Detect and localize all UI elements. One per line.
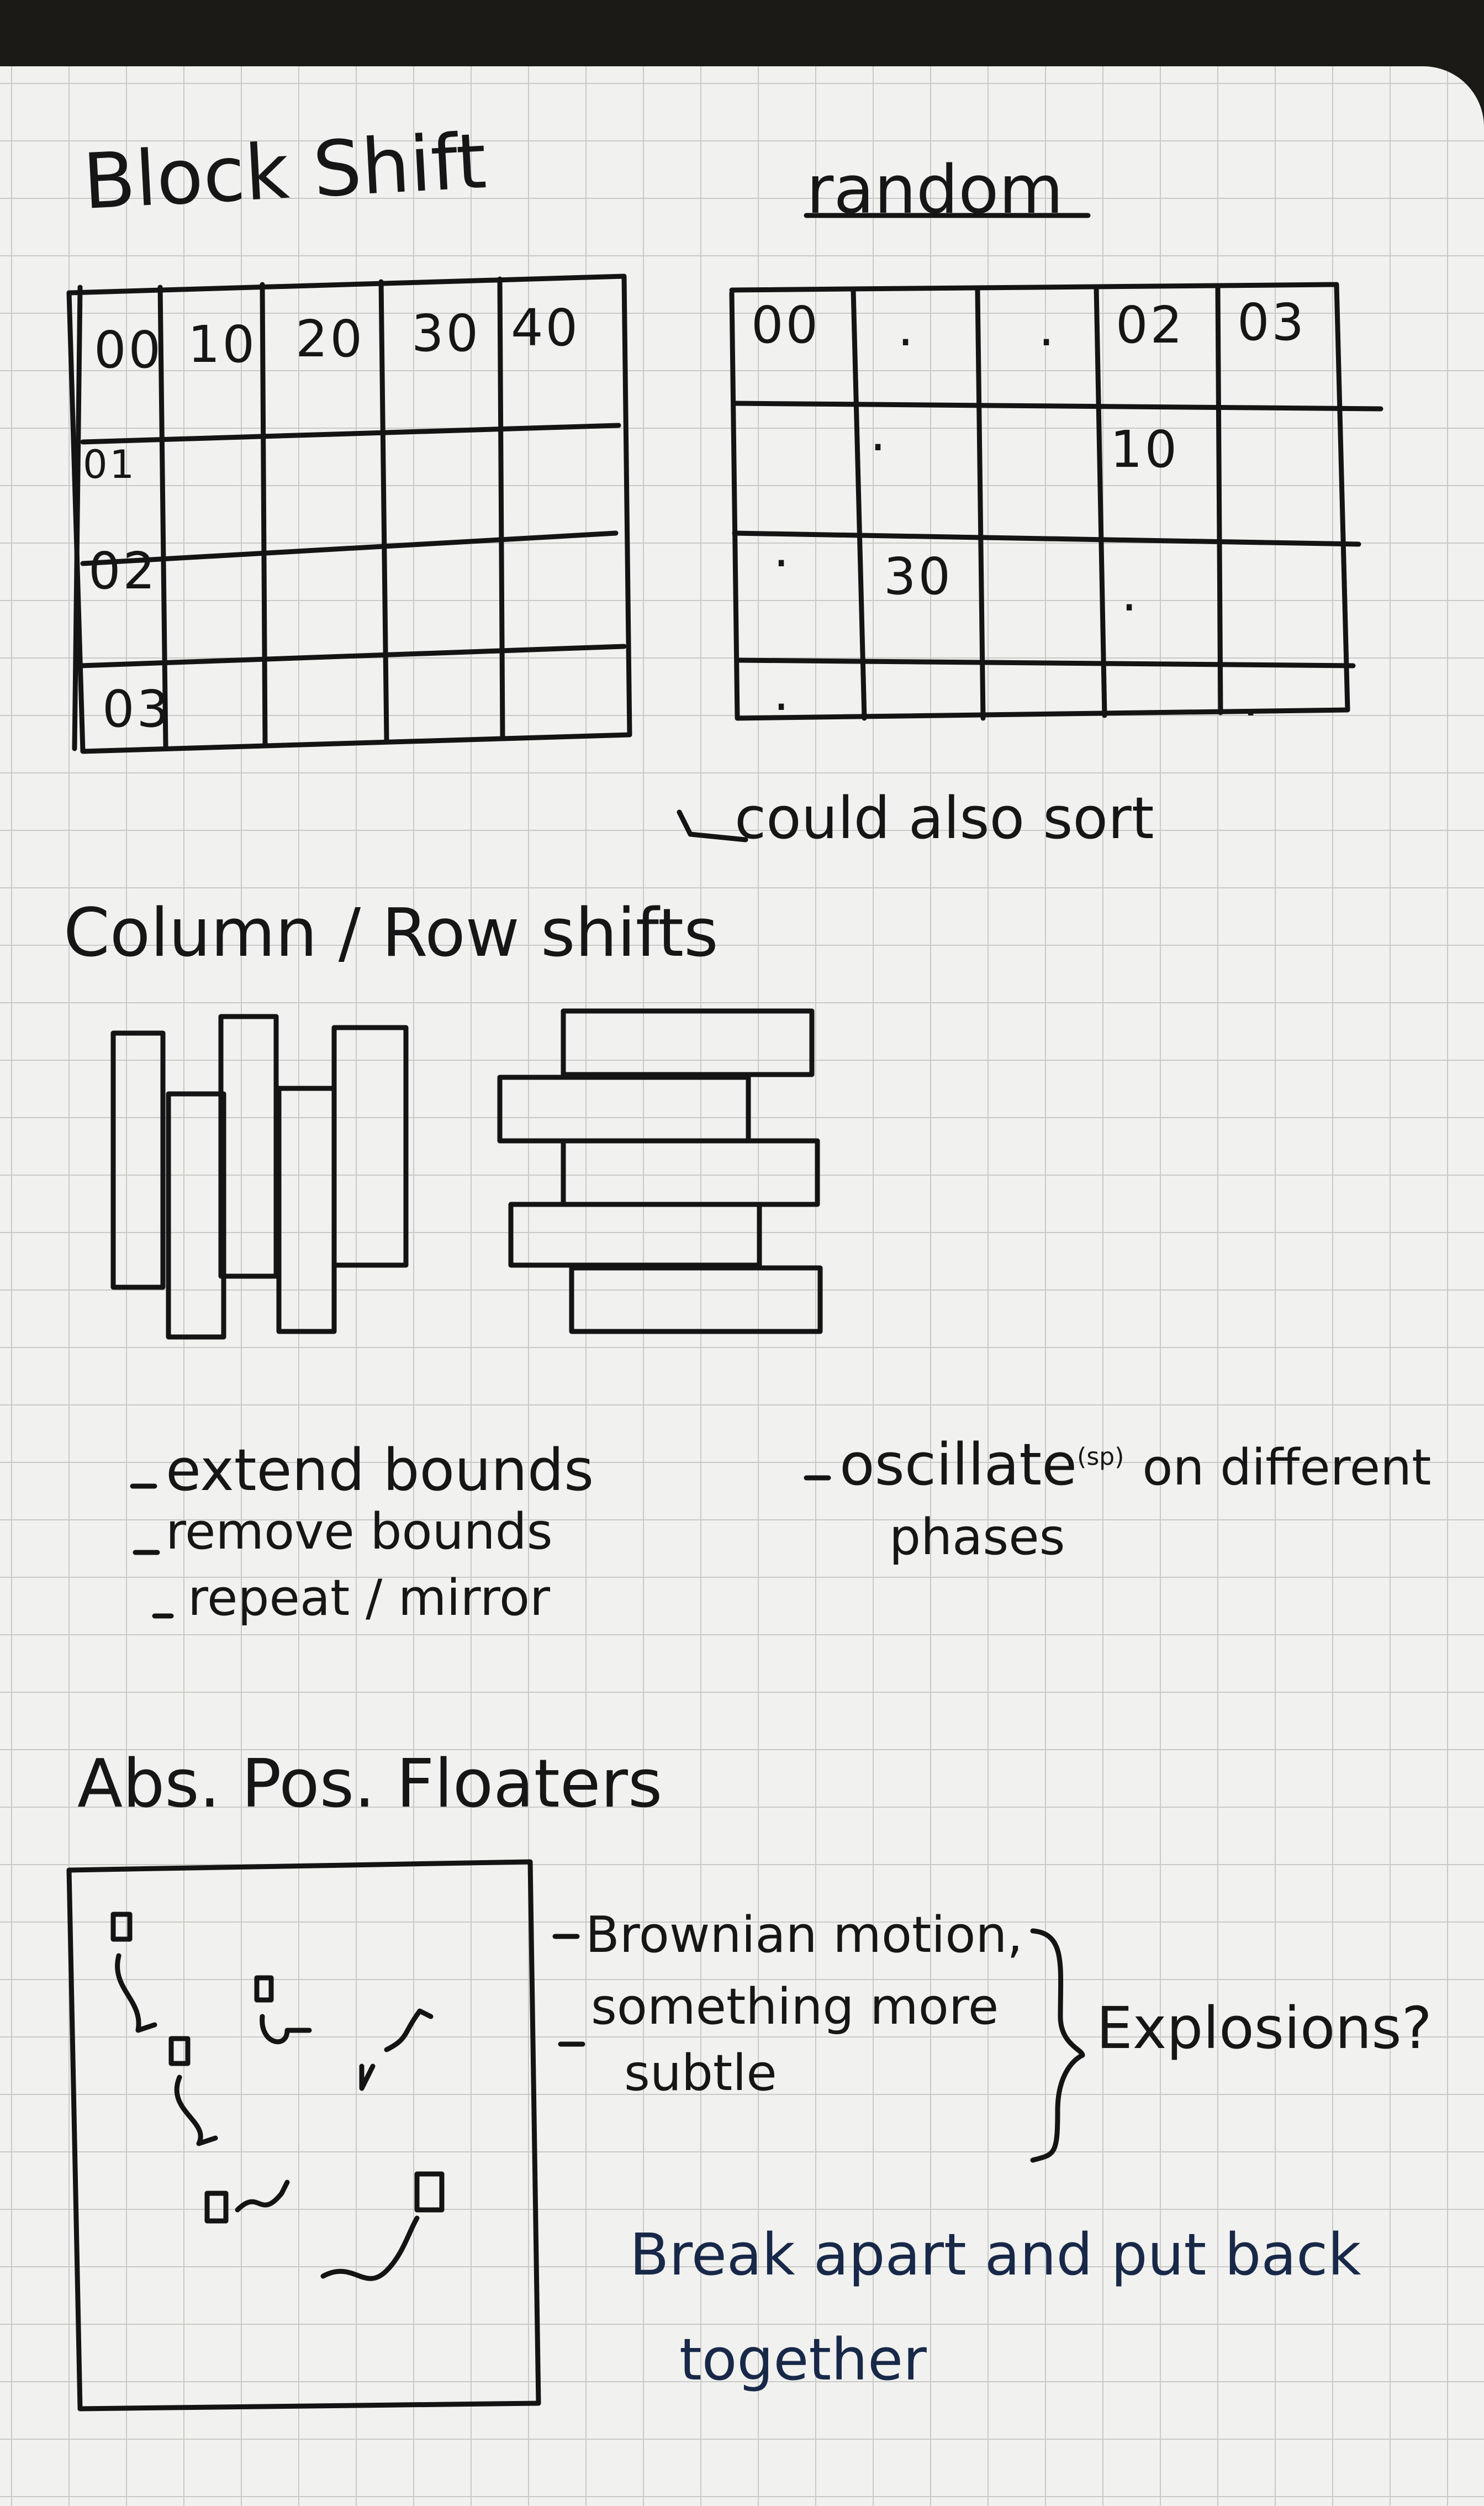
random-cell-dot: . [897, 298, 916, 357]
grid-cell-20: 20 [295, 309, 365, 368]
grid-cell-03: 03 [102, 680, 172, 739]
random-heading: random [806, 152, 1064, 229]
block-shift-grid [66, 273, 632, 754]
random-cell-02: 02 [1116, 296, 1185, 355]
random-cell-dot: . [1121, 564, 1140, 623]
note-together: together [679, 2326, 927, 2393]
grid-cell-02: 02 [88, 541, 158, 601]
note-break-apart: Break apart and put back [630, 2221, 1361, 2288]
floaters-box [66, 1859, 1085, 2412]
note-repeat-mirror: repeat / mirror [188, 1569, 551, 1627]
grid-cell-40: 40 [511, 298, 580, 357]
note-oscillate-tail: on different [1142, 1439, 1432, 1497]
notebook-page: Block Shift 00 10 20 30 40 01 02 03 rand… [0, 66, 1484, 2506]
note-phases: phases [889, 1508, 1065, 1566]
random-cell-dot: . [1243, 668, 1261, 728]
note-brownian: Brownian motion, [585, 1906, 1023, 1964]
note-explosions: Explosions? [1096, 1994, 1432, 2062]
grid-cell-01: 01 [83, 442, 137, 487]
note-oscillate-sup: (sp) [1077, 1442, 1124, 1471]
sort-note: could also sort [735, 785, 1154, 852]
note-extend-bounds: extend bounds [166, 1436, 594, 1504]
grid-cell-00: 00 [94, 320, 163, 380]
random-cell-dot: . [773, 519, 792, 578]
note-oscillate-word: oscillate [839, 1431, 1078, 1498]
random-cell-00: 00 [751, 296, 821, 355]
sketch-drawings [66, 213, 1383, 2412]
row-shift-sketch [497, 1008, 823, 1334]
grid-cell-30: 30 [411, 304, 481, 363]
random-grid [729, 213, 1383, 721]
random-cell-10: 10 [1110, 420, 1180, 479]
random-cell-dot: . [773, 663, 792, 722]
note-oscillate: oscillate(sp) on different [839, 1431, 1431, 1498]
random-cell-03: 03 [1237, 293, 1307, 352]
note-something-more: something more [591, 1978, 999, 2036]
floaters-title: Abs. Pos. Floaters [77, 1746, 663, 1823]
note-remove-bounds: remove bounds [166, 1503, 553, 1561]
column-shift-sketch [110, 1014, 409, 1340]
grid-cell-10: 10 [188, 315, 257, 374]
random-cell-30: 30 [884, 547, 953, 606]
column-row-title: Column / Row shifts [64, 895, 719, 972]
random-cell-dot: . [1038, 298, 1057, 357]
random-cell-dot: . [870, 403, 889, 462]
note-subtle: subtle [624, 2044, 777, 2102]
